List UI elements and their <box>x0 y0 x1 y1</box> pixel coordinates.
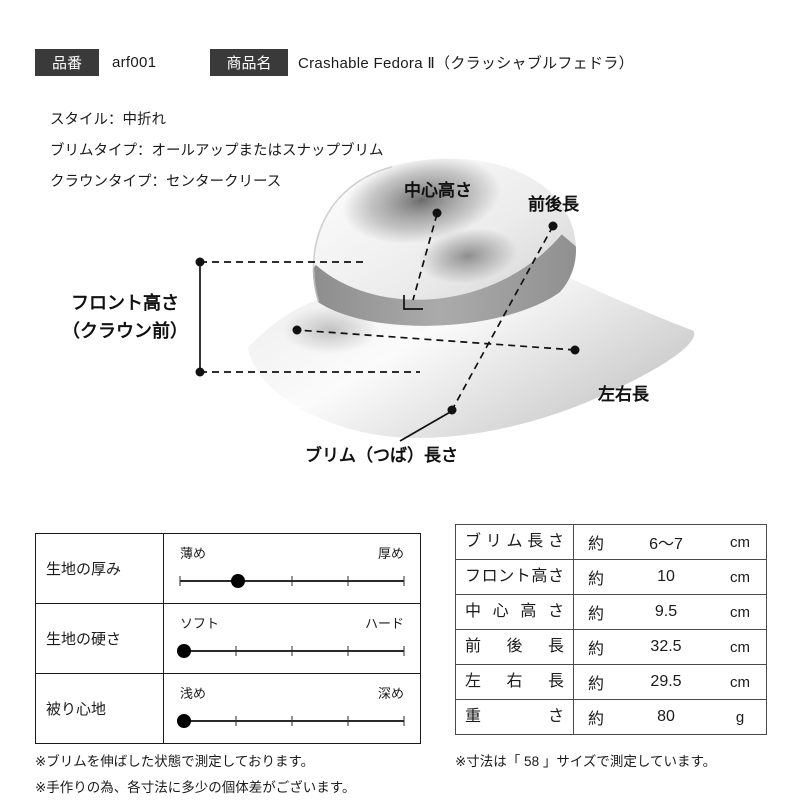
slider-tick <box>403 716 405 726</box>
slider-max-label: 深め <box>377 686 404 701</box>
crown-crease-shadow <box>342 158 502 244</box>
spec-unit: cm <box>730 638 750 656</box>
slider-tick <box>291 646 293 656</box>
feature-label-fit: 被り心地 <box>36 674 164 743</box>
slider-min-label: 薄め <box>180 546 207 561</box>
spec-unit: cm <box>730 673 750 691</box>
footnote-size-58: ※寸法は「 58 」サイズで測定しています。 <box>455 754 717 769</box>
table-row: 生地の硬さ ソフト ハード <box>36 604 420 674</box>
table-row: 被り心地 浅め 深め <box>36 674 420 743</box>
slider-tick <box>235 646 237 656</box>
spec-value: 9.5 <box>654 603 678 620</box>
spec-label: 中心高さ <box>456 595 574 629</box>
slider-tick <box>403 646 405 656</box>
spec-unit: cm <box>730 533 750 551</box>
brim-shadow <box>282 306 378 354</box>
feature-label-thickness: 生地の厚み <box>36 534 164 603</box>
footnote-handmade: ※手作りの為、各寸法に多少の個体差がございます。 <box>35 780 356 795</box>
spec-approx: 約 <box>587 711 604 728</box>
style-spec-line: スタイル：中折れ <box>50 112 166 128</box>
slider-tick <box>347 716 349 726</box>
spec-approx: 約 <box>587 571 604 588</box>
table-row: ブリム長さ 約 6〜7 cm <box>456 525 766 560</box>
spec-unit: g <box>735 708 745 726</box>
measurement-dots <box>195 208 580 415</box>
spec-value: 80 <box>657 708 675 725</box>
fit-slider: 浅め 深め <box>164 674 420 743</box>
spec-value: 29.5 <box>650 673 682 690</box>
spec-label: 重さ <box>456 700 574 734</box>
slider-tick <box>235 716 237 726</box>
spec-approx: 約 <box>587 641 604 658</box>
slider-min-label: 浅め <box>180 686 207 701</box>
spec-value: 32.5 <box>650 638 682 655</box>
front-back-length-label: 前後長 <box>528 195 579 214</box>
product-name-tag: 商品名 <box>210 49 288 76</box>
thickness-slider: 薄め 厚め <box>164 534 420 603</box>
footnote-brim-measured: ※ブリムを伸ばした状態で測定しております。 <box>35 754 315 769</box>
spec-unit: cm <box>730 568 750 586</box>
spec-approx: 約 <box>587 536 604 553</box>
item-number-value: arf001 <box>112 54 157 71</box>
slider-dot <box>177 714 192 728</box>
spec-unit: cm <box>730 603 750 621</box>
slider-max-label: 厚め <box>377 546 404 561</box>
table-row: 前後長 約 32.5 cm <box>456 630 766 665</box>
spec-label: ブリム長さ <box>456 525 574 559</box>
product-name-value: Crashable Fedora Ⅱ（クラッシャブルフェドラ） <box>298 55 634 72</box>
table-row: フロント高さ 約 10 cm <box>456 560 766 595</box>
spec-label: 前後長 <box>456 630 574 664</box>
slider-dot <box>177 644 192 658</box>
slider-dot <box>231 574 246 588</box>
left-right-length-label: 左右長 <box>598 385 649 404</box>
slider-max-label: ハード <box>364 616 404 631</box>
spec-label: 左右長 <box>456 665 574 699</box>
table-row: 重さ 約 80 g <box>456 700 766 734</box>
crown-pinch-shadow <box>418 228 518 284</box>
center-height-label: 中心高さ <box>404 181 472 200</box>
slider-track <box>177 641 405 663</box>
slider-tick <box>347 646 349 656</box>
slider-tick <box>179 576 181 586</box>
crown-edge-highlight <box>312 164 393 303</box>
crown-type-spec-line: クラウンタイプ：センタークリース <box>50 174 282 190</box>
fabric-feature-table: 生地の厚み 薄め 厚め 生地の硬さ ソフト ハード <box>35 533 421 744</box>
slider-tick <box>347 576 349 586</box>
slider-tick <box>291 716 293 726</box>
slider-track <box>179 571 405 593</box>
front-height-label-line2: （クラウン前） <box>62 320 188 341</box>
hat-band <box>312 233 577 326</box>
feature-label-stiffness: 生地の硬さ <box>36 604 164 673</box>
front-height-label: フロント高さ （クラウン前） <box>40 290 210 346</box>
table-row: 左右長 約 29.5 cm <box>456 665 766 700</box>
spec-value: 10 <box>657 568 675 585</box>
table-row: 生地の厚み 薄め 厚め <box>36 534 420 604</box>
brim-length-label: ブリム（つば）長さ <box>305 446 458 465</box>
slider-min-label: ソフト <box>180 616 220 631</box>
slider-tick <box>291 576 293 586</box>
spec-label: フロント高さ <box>456 560 574 594</box>
front-height-label-line1: フロント高さ <box>71 293 179 313</box>
item-number-tag: 品番 <box>35 49 99 76</box>
spec-approx: 約 <box>587 606 604 623</box>
brim-type-spec-line: ブリムタイプ：オールアップまたはスナップブリム <box>50 143 384 159</box>
measurement-lines <box>199 213 576 442</box>
spec-approx: 約 <box>587 676 604 693</box>
spec-value: 6〜7 <box>649 536 683 553</box>
measurement-spec-table: ブリム長さ 約 6〜7 cm フロント高さ 約 10 cm 中心高さ 約 9.5… <box>455 524 767 735</box>
slider-track <box>177 711 405 733</box>
slider-tick <box>403 576 405 586</box>
stiffness-slider: ソフト ハード <box>164 604 420 673</box>
table-row: 中心高さ 約 9.5 cm <box>456 595 766 630</box>
